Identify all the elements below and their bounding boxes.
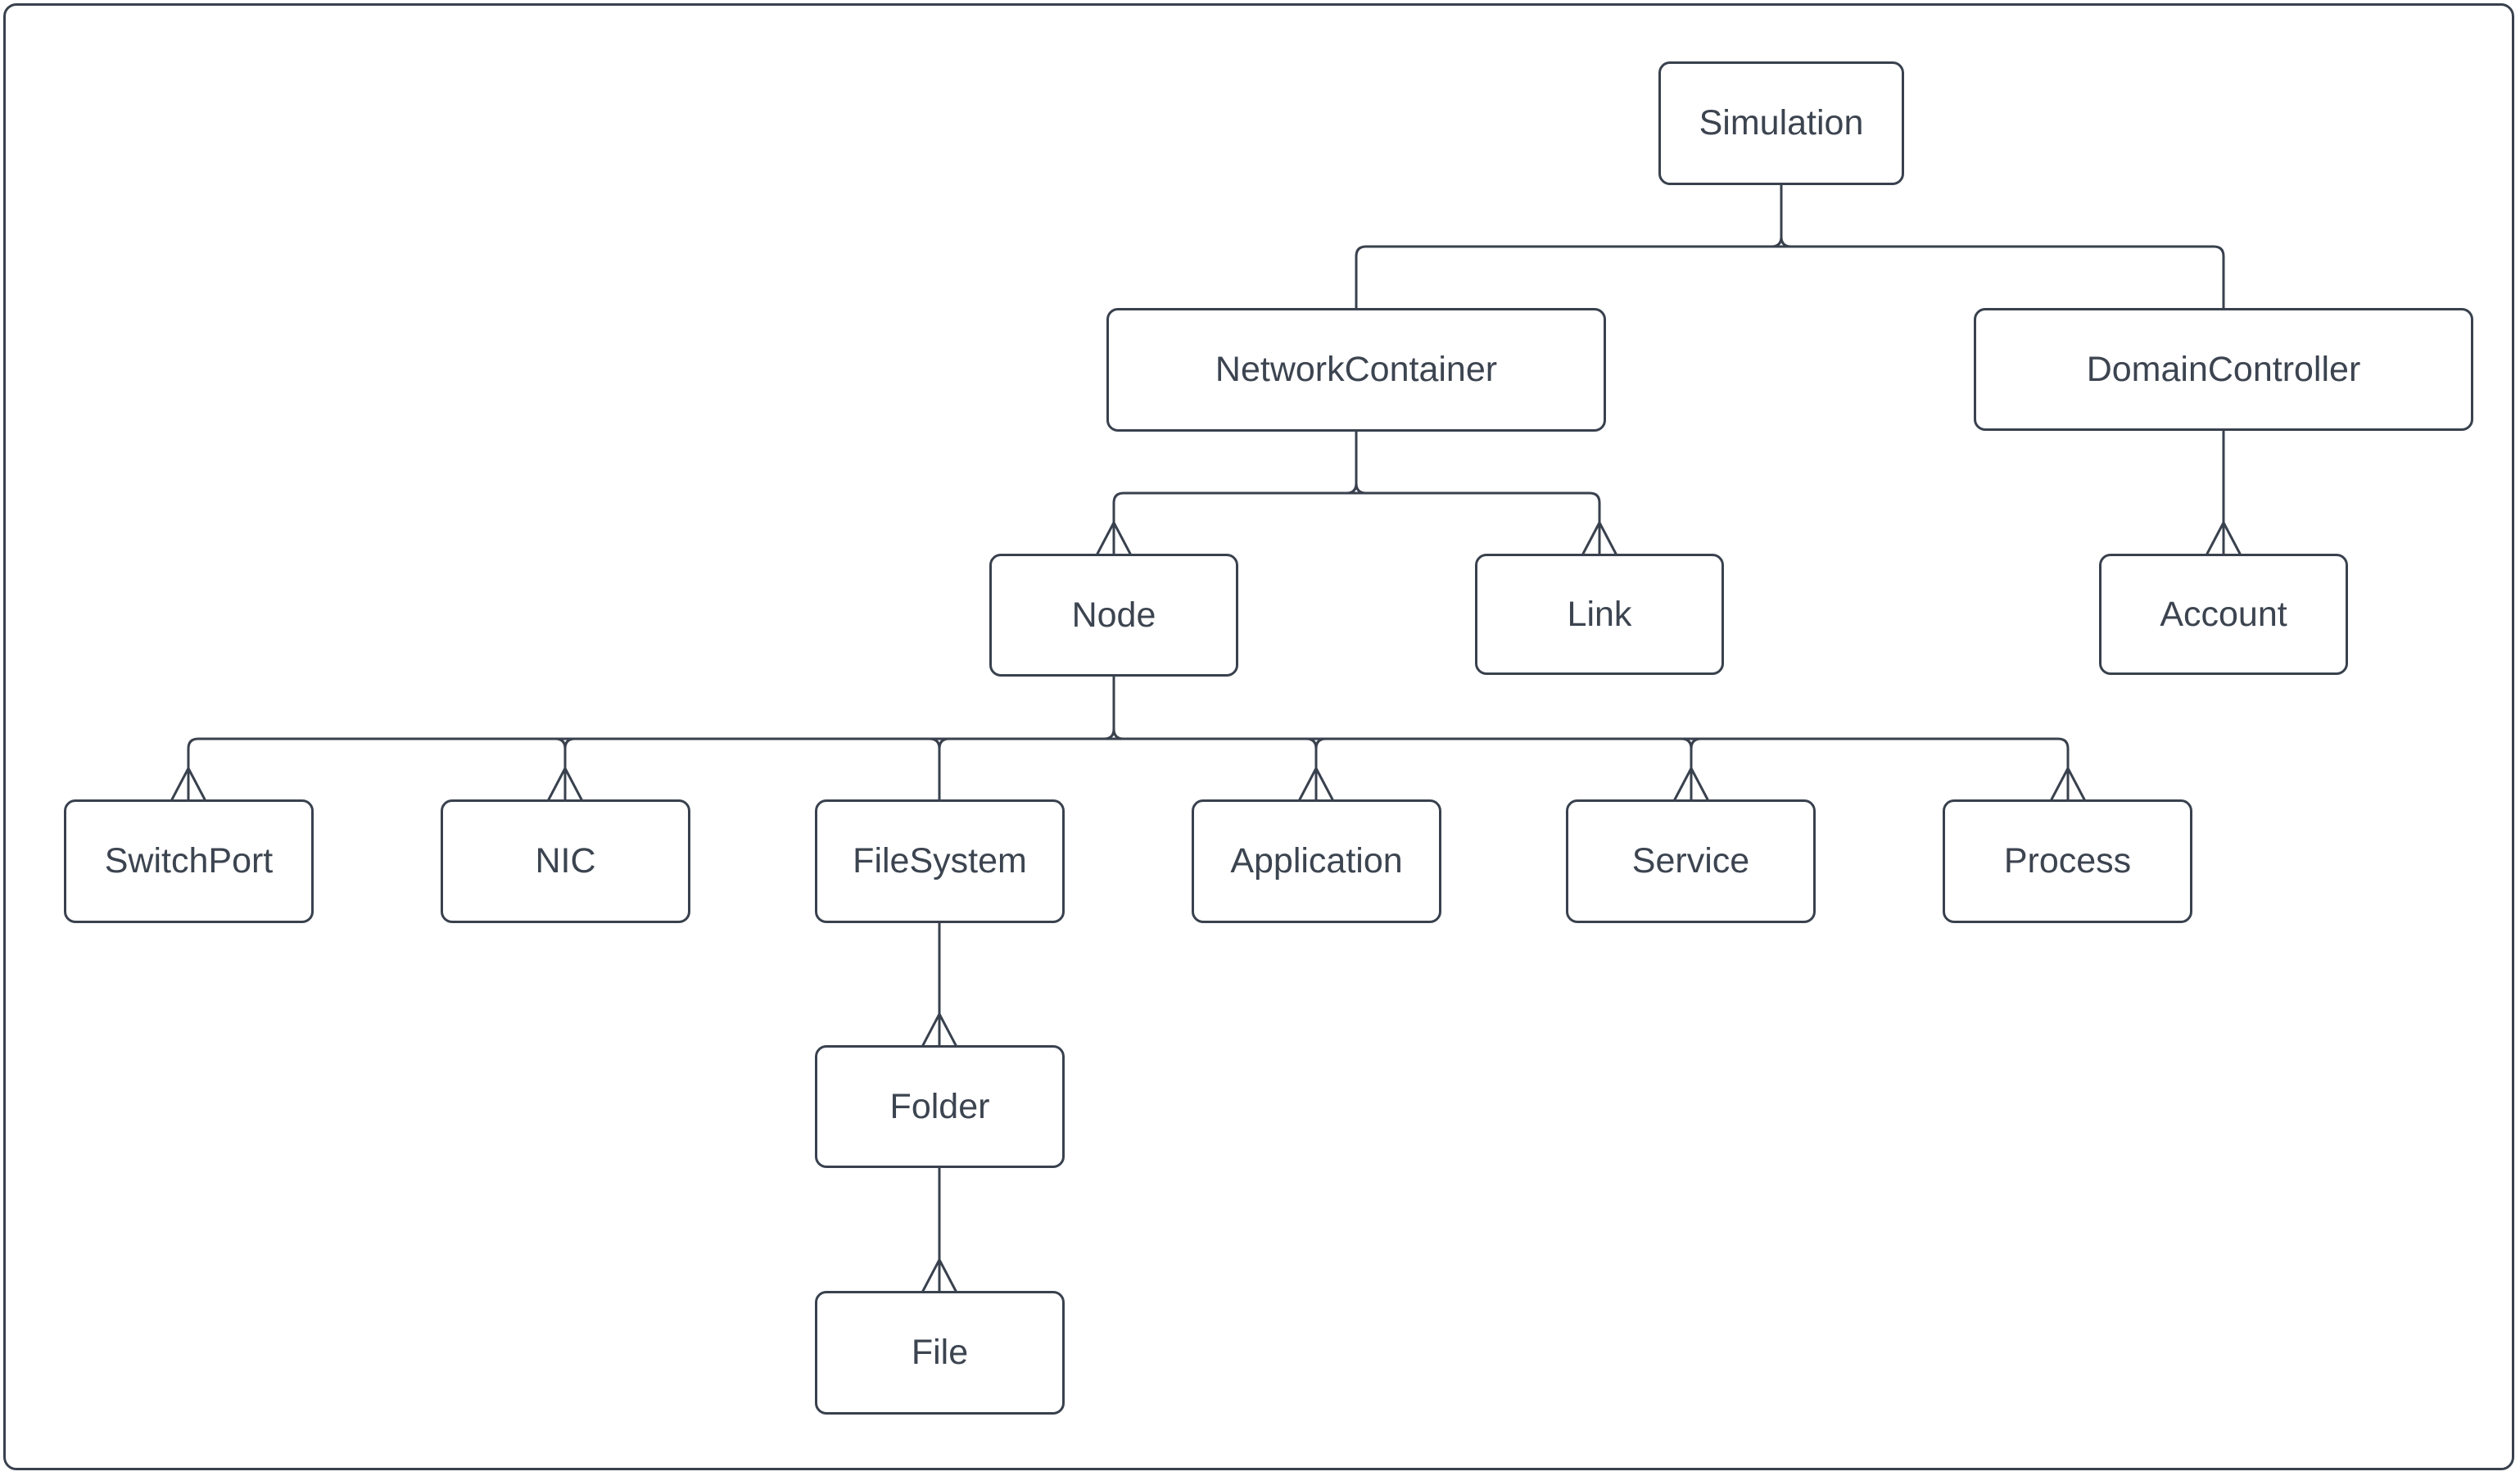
node-file[interactable]: File: [815, 1291, 1065, 1415]
node-label: Folder: [889, 1086, 990, 1126]
node-label: NIC: [535, 841, 596, 881]
edge-bus-node-children: [187, 737, 2070, 801]
node-nic[interactable]: NIC: [441, 799, 690, 923]
edge-application-drop: [1305, 737, 1328, 801]
node-application[interactable]: Application: [1192, 799, 1441, 923]
node-service[interactable]: Service: [1566, 799, 1816, 923]
edge-node-bus-fillet: [1102, 727, 1125, 740]
arrowhead-application: [1298, 767, 1334, 801]
node-label: Node: [1071, 595, 1156, 635]
node-switch-port[interactable]: SwitchPort: [64, 799, 314, 923]
node-domain-controller[interactable]: DomainController: [1974, 308, 2473, 431]
edge-networkcontainer-bus-fillet: [1345, 482, 1368, 495]
node-account[interactable]: Account: [2099, 554, 2348, 675]
edge-service-drop: [1680, 737, 1703, 801]
arrowhead-link: [1581, 521, 1617, 555]
edge-bus-top: [1355, 245, 2225, 310]
node-label: Process: [2003, 841, 2132, 881]
node-label: FileSystem: [853, 841, 1027, 881]
node-label: Simulation: [1699, 103, 1864, 143]
arrowhead-nic: [547, 767, 583, 801]
node-label: Account: [2160, 594, 2287, 634]
node-process[interactable]: Process: [1943, 799, 2192, 923]
arrowhead-file: [921, 1258, 957, 1293]
node-link[interactable]: Link: [1475, 554, 1724, 675]
node-label: File: [911, 1333, 969, 1372]
edge-filesystem-drop: [928, 737, 951, 801]
arrowhead-switchport: [170, 767, 206, 801]
node-node[interactable]: Node: [989, 554, 1238, 677]
arrowhead-process: [2050, 767, 2086, 801]
node-label: Application: [1230, 841, 1403, 881]
node-simulation[interactable]: Simulation: [1658, 61, 1904, 185]
node-folder[interactable]: Folder: [815, 1045, 1065, 1168]
node-label: NetworkContainer: [1215, 350, 1498, 389]
arrowhead-service: [1673, 767, 1709, 801]
node-label: SwitchPort: [104, 841, 274, 881]
node-label: DomainController: [2086, 349, 2361, 389]
arrowhead-node: [1096, 521, 1132, 555]
node-file-system[interactable]: FileSystem: [815, 799, 1065, 923]
node-network-container[interactable]: NetworkContainer: [1106, 308, 1606, 432]
edge-bus-networkcontainer-children: [1112, 491, 1601, 555]
arrowhead-folder: [921, 1012, 957, 1047]
node-label: Service: [1631, 841, 1750, 881]
arrowhead-account: [2206, 521, 2242, 555]
edge-simulation-bus-fillet: [1770, 235, 1793, 248]
edge-nic-drop: [554, 737, 577, 801]
node-label: Link: [1567, 594, 1632, 634]
